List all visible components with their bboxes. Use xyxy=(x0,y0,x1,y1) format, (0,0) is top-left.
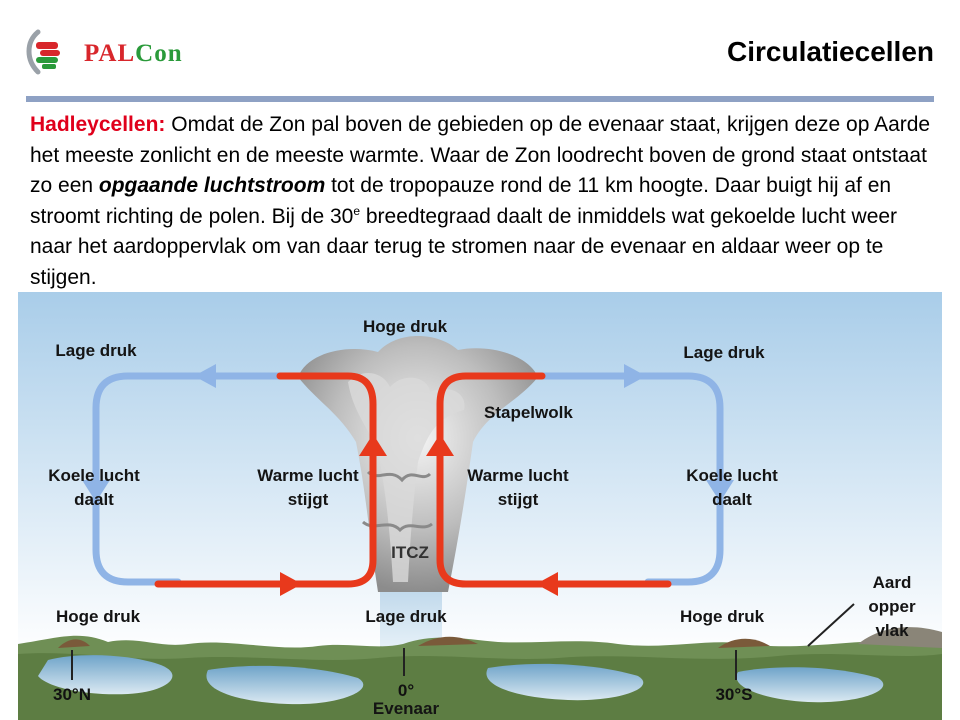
latitude-markers xyxy=(71,603,855,680)
label-itcz: ITCZ xyxy=(391,543,429,562)
warm-airflow xyxy=(154,372,672,588)
label-top-high-pressure: Hoge druk xyxy=(363,317,448,336)
intro-term: Hadleycellen: xyxy=(30,113,166,136)
left-top-arrow-icon xyxy=(194,364,216,388)
right-down-arrow-icon xyxy=(706,480,734,502)
label-30s: 30°S xyxy=(715,685,752,704)
label-30n: 30°N xyxy=(53,685,91,704)
left-bottom-arrow-icon xyxy=(280,572,302,596)
label-surface-3: vlak xyxy=(875,621,909,640)
label-right-high-pressure: Hoge druk xyxy=(680,607,765,626)
label-surface-1: Aard xyxy=(873,573,912,592)
logo-text: PALCon xyxy=(84,40,183,68)
right-warm-loop xyxy=(436,372,672,588)
logo-text-con: Con xyxy=(135,40,183,67)
left-warm-loop xyxy=(154,372,377,588)
right-cool-loop xyxy=(534,372,724,586)
intro-part-3: breedtegraad daalt de inmiddels wat geko… xyxy=(30,204,898,289)
left-cool-loop xyxy=(92,372,302,586)
label-right-cool-2: daalt xyxy=(712,490,752,509)
label-right-cool-1: Koele lucht xyxy=(686,466,778,485)
intro-superscript: e xyxy=(353,203,361,218)
cool-flow-arrowheads xyxy=(82,364,734,502)
title-divider xyxy=(26,96,934,102)
landscape xyxy=(18,627,942,720)
palcon-logo: PALCon xyxy=(24,28,214,78)
label-right-low-pressure: Lage druk xyxy=(683,343,765,362)
slide-title: Circulatiecellen xyxy=(727,36,934,67)
intro-part-1: Omdat de Zon pal boven de gebieden op de… xyxy=(30,113,931,197)
hadley-cell-diagram: Hoge druk Stapelwolk ITCZ Lage druk Koel… xyxy=(18,292,942,720)
logo-text-pal: PAL xyxy=(84,40,136,67)
cool-airflow xyxy=(92,372,724,586)
intro-part-2: tot de tropopauze rond de 11 km hoogte. … xyxy=(30,174,892,228)
label-left-low-pressure: Lage druk xyxy=(55,341,137,360)
right-top-arrow-icon xyxy=(624,364,646,388)
left-down-arrow-icon xyxy=(82,480,110,502)
left-up-arrow-icon xyxy=(359,434,387,456)
label-center-low-pressure: Lage druk xyxy=(365,607,447,626)
label-left-cool-2: daalt xyxy=(74,490,114,509)
label-right-warm-1: Warme lucht xyxy=(467,466,569,485)
label-surface-2: opper xyxy=(868,597,916,616)
label-left-cool-1: Koele lucht xyxy=(48,466,140,485)
label-right-warm-2: stijgt xyxy=(498,490,539,509)
logo-emblem-icon xyxy=(26,29,60,75)
label-left-warm-1: Warme lucht xyxy=(257,466,359,485)
label-left-warm-2: stijgt xyxy=(288,490,329,509)
intro-paragraph: Hadleycellen: Omdat de Zon pal boven de … xyxy=(30,110,940,293)
right-up-arrow-icon xyxy=(426,434,454,456)
warm-flow-arrowheads xyxy=(280,434,558,596)
label-0-degrees: 0° xyxy=(398,681,414,700)
intro-emphasis: opgaande luchtstroom xyxy=(98,174,326,197)
label-left-high-pressure: Hoge druk xyxy=(56,607,141,626)
label-evenaar: Evenaar xyxy=(373,699,440,718)
right-bottom-arrow-icon xyxy=(536,572,558,596)
label-stapelwolk: Stapelwolk xyxy=(484,403,573,422)
